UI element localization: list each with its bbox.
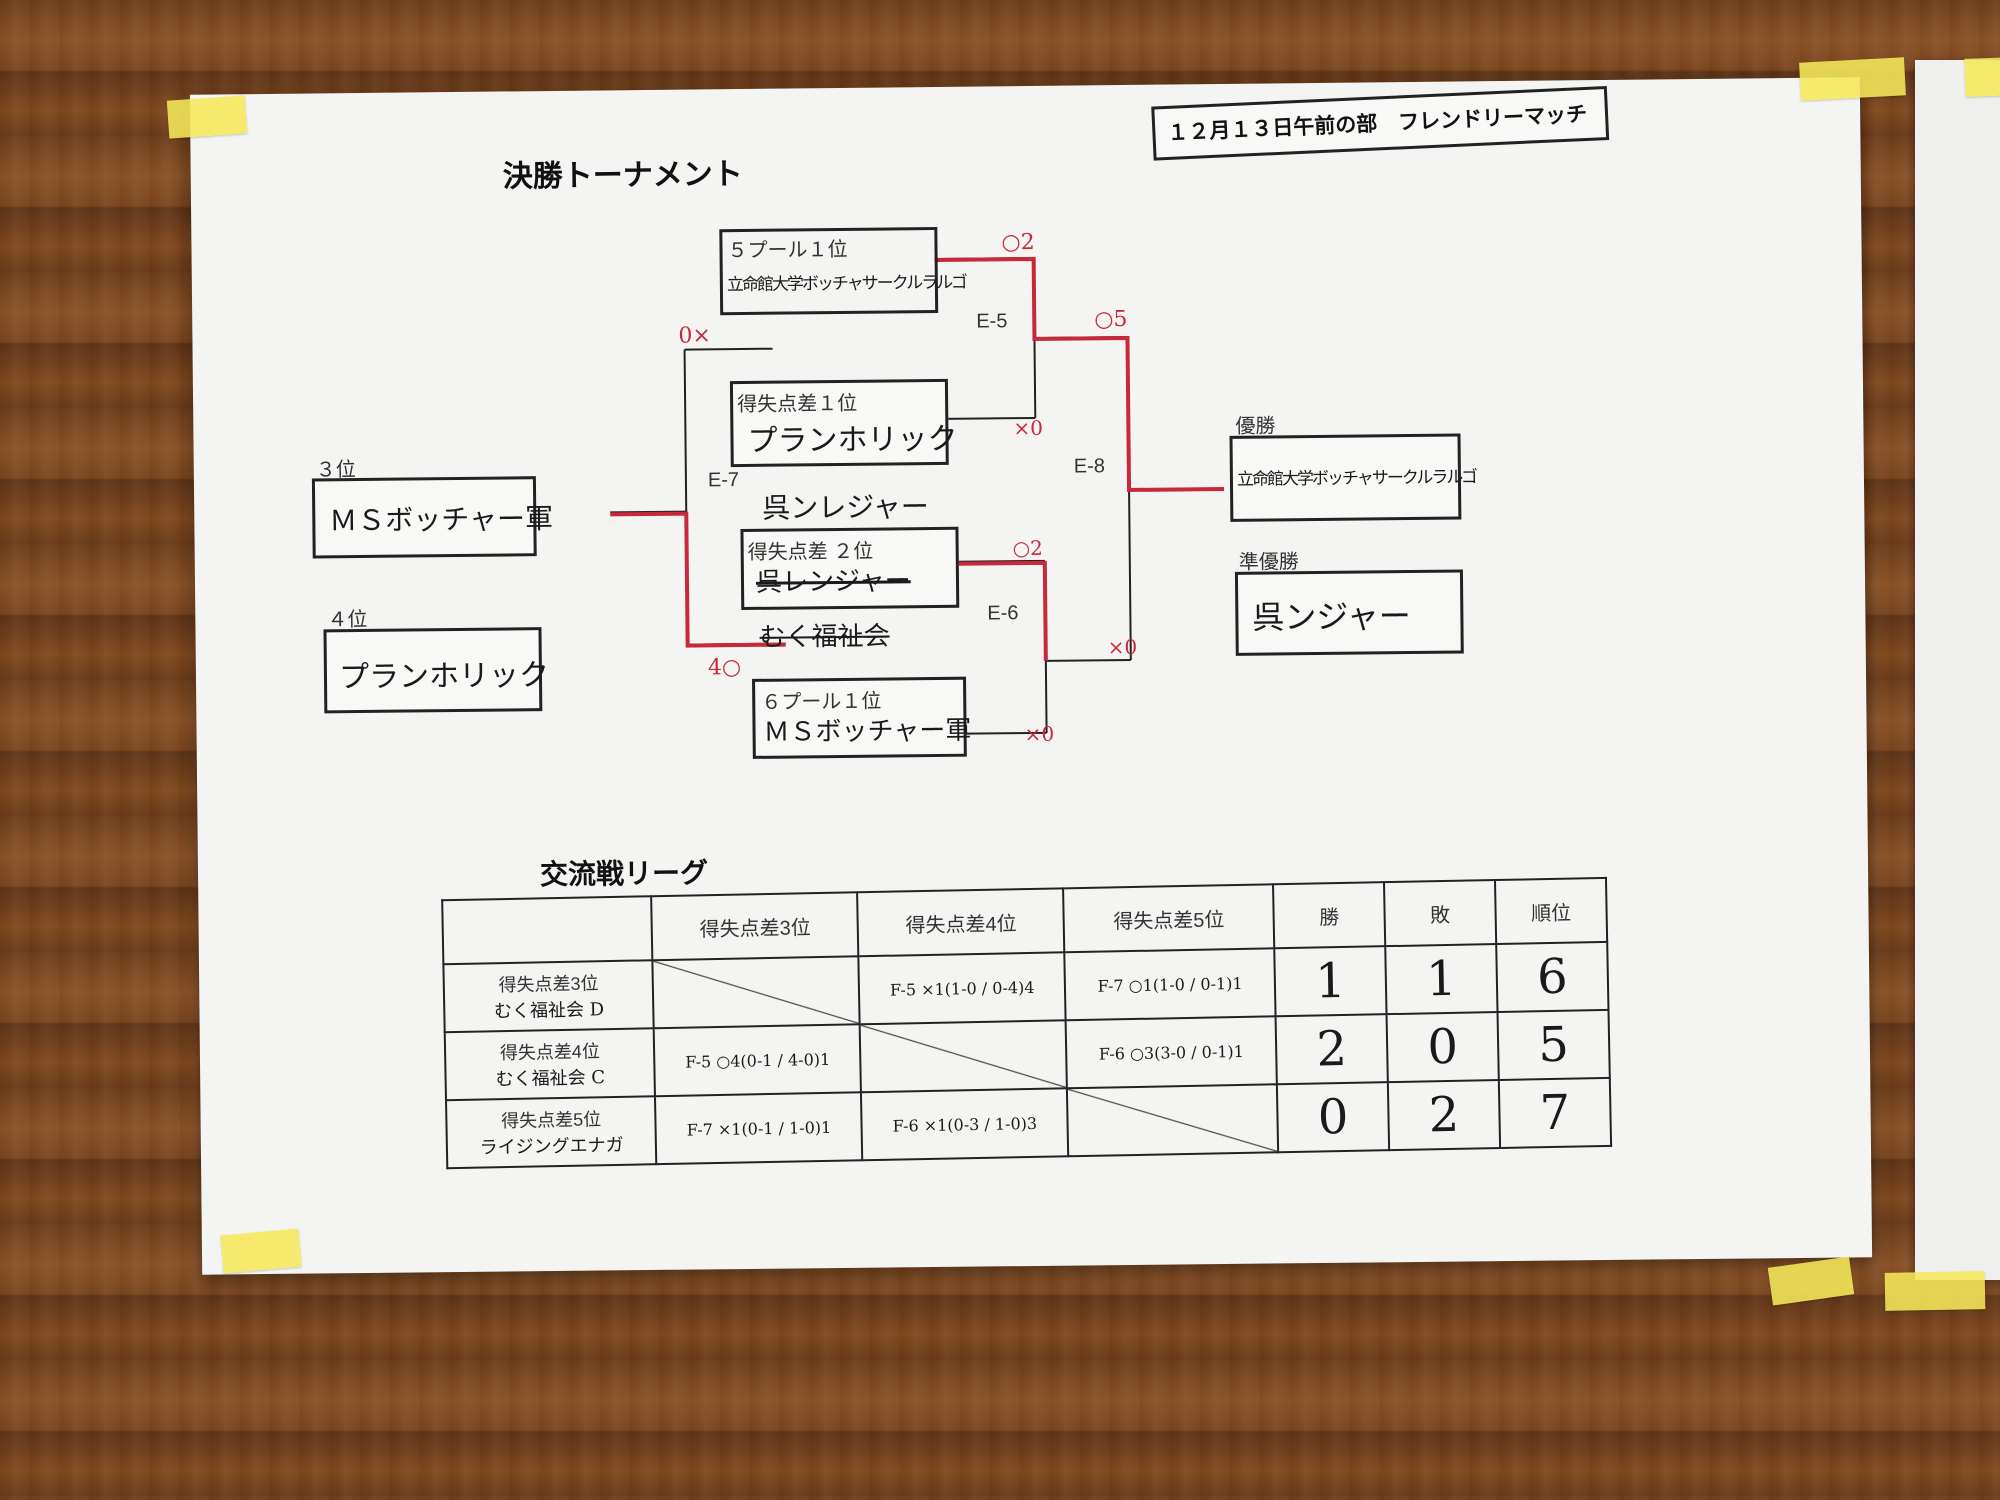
tape-top-right — [1799, 57, 1906, 101]
pool6-box: ６プール１位 ＭＳボッチャー軍 — [752, 676, 971, 759]
gd1-box: 得失点差１位 プランホリック — [729, 378, 958, 468]
e5-bottom-score: ×0 — [1013, 415, 1044, 441]
self-cell — [652, 956, 860, 1029]
losses-cell: 0 — [1386, 1012, 1499, 1083]
wins-cell: 0 — [1276, 1082, 1390, 1153]
fourth-label: ４位 — [327, 608, 368, 632]
col-gd5: 得失点差5位 — [1063, 884, 1275, 953]
match-e8: E-8 — [1073, 455, 1106, 478]
result-cell: F-5 ○4(0-1 / 4-0)1 — [654, 1024, 862, 1097]
gd2-box: 得失点差 ２位 呉レンジャー — [740, 526, 960, 611]
row-header: 得失点差5位 ライジングエナガ — [446, 1096, 657, 1169]
col-wins: 勝 — [1273, 882, 1386, 949]
e8-bottom-score: ×0 — [1107, 634, 1138, 660]
row-label: 得失点差3位 — [498, 973, 599, 996]
pool5-team: 立命館大学ボッチャサークルラルゴ — [726, 272, 966, 296]
winner-team: 立命館大学ボッチャサークルラルゴ — [1236, 467, 1477, 490]
result-cell: F-7 ○1(1-0 / 0-1)1 — [1064, 948, 1276, 1021]
self-cell — [859, 1020, 1068, 1093]
match-e6: E-6 — [987, 602, 1019, 625]
rank-cell: 5 — [1497, 1009, 1610, 1081]
winner-box: 立命館大学ボッチャサークルラルゴ — [1229, 433, 1476, 522]
result-cell: F-6 ×1(0-3 / 1-0)3 — [861, 1088, 1069, 1161]
gd2-team-struck: 呉レンジャー — [755, 566, 911, 598]
gd1-label: 得失点差１位 — [737, 392, 858, 417]
row-label: 得失点差5位 — [500, 1109, 602, 1132]
e8-top-score: ○5 — [1094, 306, 1128, 333]
tape-far-right-top — [1964, 57, 2000, 97]
league-corner — [442, 896, 653, 965]
e7-top-score: 0× — [678, 323, 711, 349]
third-box: ＭＳボッチャー軍 — [311, 476, 553, 559]
tape-far-right-bottom — [1884, 1271, 1986, 1311]
col-gd4: 得失点差4位 — [857, 888, 1065, 957]
gd2-team-below: むく福祉会 — [759, 621, 890, 653]
losses-cell: 1 — [1385, 944, 1498, 1015]
runner-up-team: 呉ンジャー — [1252, 597, 1411, 637]
match-e7: E-7 — [707, 469, 740, 492]
row-header: 得失点差4位 むく福祉会 C — [444, 1028, 656, 1101]
gd2-team-above: 呉ンレジャー — [762, 490, 930, 525]
e6-top-score: ○2 — [1012, 535, 1043, 561]
self-cell — [1067, 1084, 1279, 1157]
e5-top-score: ○2 — [1001, 229, 1035, 256]
result-cell: F-6 ○3(3-0 / 0-1)1 — [1065, 1016, 1277, 1089]
winner-label: 優勝 — [1235, 415, 1276, 438]
rank-cell: 7 — [1498, 1077, 1612, 1148]
match-e5: E-5 — [976, 310, 1008, 333]
tape-top-left — [166, 95, 248, 139]
fourth-team: プランホリック — [338, 658, 550, 696]
wins-cell: 2 — [1275, 1014, 1388, 1085]
runner-up-box: 呉ンジャー — [1234, 569, 1464, 656]
col-gd3: 得失点差3位 — [651, 892, 859, 961]
losses-cell: 2 — [1387, 1080, 1501, 1151]
pool5-box: 立命館大学ボッチャサークルラルゴ — [719, 226, 966, 316]
league-table: 得失点差3位 得失点差4位 得失点差5位 勝 敗 順位 得失点差3位 むく福祉会… — [441, 877, 1612, 1169]
wins-cell: 1 — [1274, 946, 1387, 1017]
result-cell: F-7 ×1(0-1 / 1-0)1 — [655, 1092, 863, 1165]
pool6-team: ＭＳボッチャー軍 — [763, 715, 972, 748]
row-header: 得失点差3位 むく福祉会 D — [443, 960, 655, 1033]
e6-bottom-score: ×0 — [1024, 721, 1055, 747]
col-losses: 敗 — [1384, 880, 1497, 947]
col-rank: 順位 — [1494, 877, 1608, 945]
tournament-poster: １２月１３日午前の部 フレンドリーマッチ 決勝トーナメント ５プール１位 — [189, 77, 1873, 1275]
league-title: 交流戦リーグ — [539, 857, 709, 891]
fourth-box: プランホリック — [323, 627, 549, 714]
row-team: ライジングエナガ — [479, 1134, 624, 1159]
row-team: むく福祉会 D — [493, 999, 605, 1023]
rank-cell: 6 — [1496, 941, 1609, 1013]
e7-bottom-score: 4○ — [707, 655, 742, 681]
row-label: 得失点差4位 — [499, 1041, 601, 1064]
result-cell: F-5 ×1(1-0 / 0-4)4 — [858, 952, 1066, 1025]
bracket-lines — [610, 256, 1225, 735]
row-team: むく福祉会 C — [495, 1067, 606, 1091]
gd1-team: プランホリック — [747, 421, 958, 459]
third-team: ＭＳボッチャー軍 — [329, 501, 554, 538]
tape-bottom-left — [220, 1228, 302, 1274]
adjacent-poster — [1915, 60, 2000, 1280]
